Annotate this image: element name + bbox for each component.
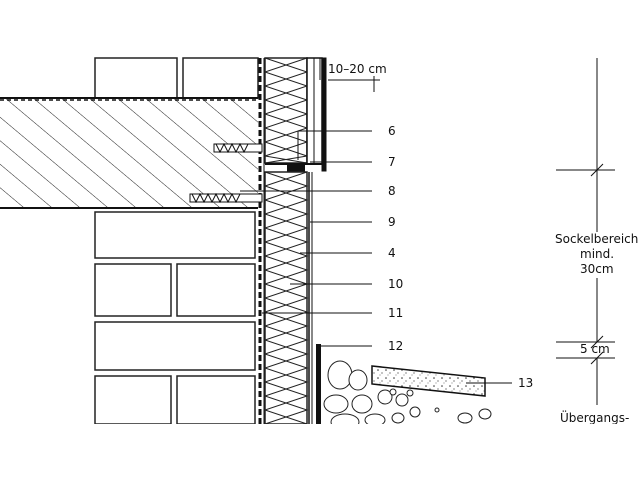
- render-lower: [308, 172, 313, 424]
- base-zone-label-line2: mind.: [580, 247, 614, 261]
- callout-10: 10: [388, 277, 403, 291]
- callout-13: 13: [518, 376, 533, 390]
- offset-label: 5 cm: [580, 342, 610, 356]
- protection-sheet: [316, 344, 321, 424]
- concrete-slab: [0, 97, 258, 209]
- brick-wall-lower: [94, 211, 256, 425]
- dimension-right: [556, 58, 615, 405]
- base-zone-label-line3: 30cm: [580, 262, 614, 276]
- transition-label: Übergangs-: [560, 409, 629, 425]
- callout-6: 6: [388, 124, 396, 138]
- callout-8: 8: [388, 184, 396, 198]
- cladding-upper: [306, 57, 327, 172]
- insulation-upper: [263, 57, 309, 164]
- adhesive-layer: [258, 58, 265, 424]
- callout-4: 4: [388, 246, 396, 260]
- callout-7: 7: [388, 155, 396, 169]
- dimension-top-label: 10–20 cm: [328, 62, 387, 76]
- dowel-anchor-upper: [213, 142, 263, 154]
- brick-wall-upper: [94, 57, 259, 99]
- insulation-lower: [263, 171, 309, 425]
- base-zone-label-line1: Sockelbereich: [555, 232, 638, 246]
- callout-11: 11: [388, 306, 403, 320]
- base-profile-rail: [265, 163, 326, 172]
- callout-leaders: [240, 130, 512, 384]
- callout-9: 9: [388, 215, 396, 229]
- page-margin-bottom: [0, 424, 640, 480]
- dimension-top: [319, 58, 380, 92]
- paving-slab: [371, 365, 486, 397]
- callout-12: 12: [388, 339, 403, 353]
- dowel-anchor-lower: [189, 192, 263, 204]
